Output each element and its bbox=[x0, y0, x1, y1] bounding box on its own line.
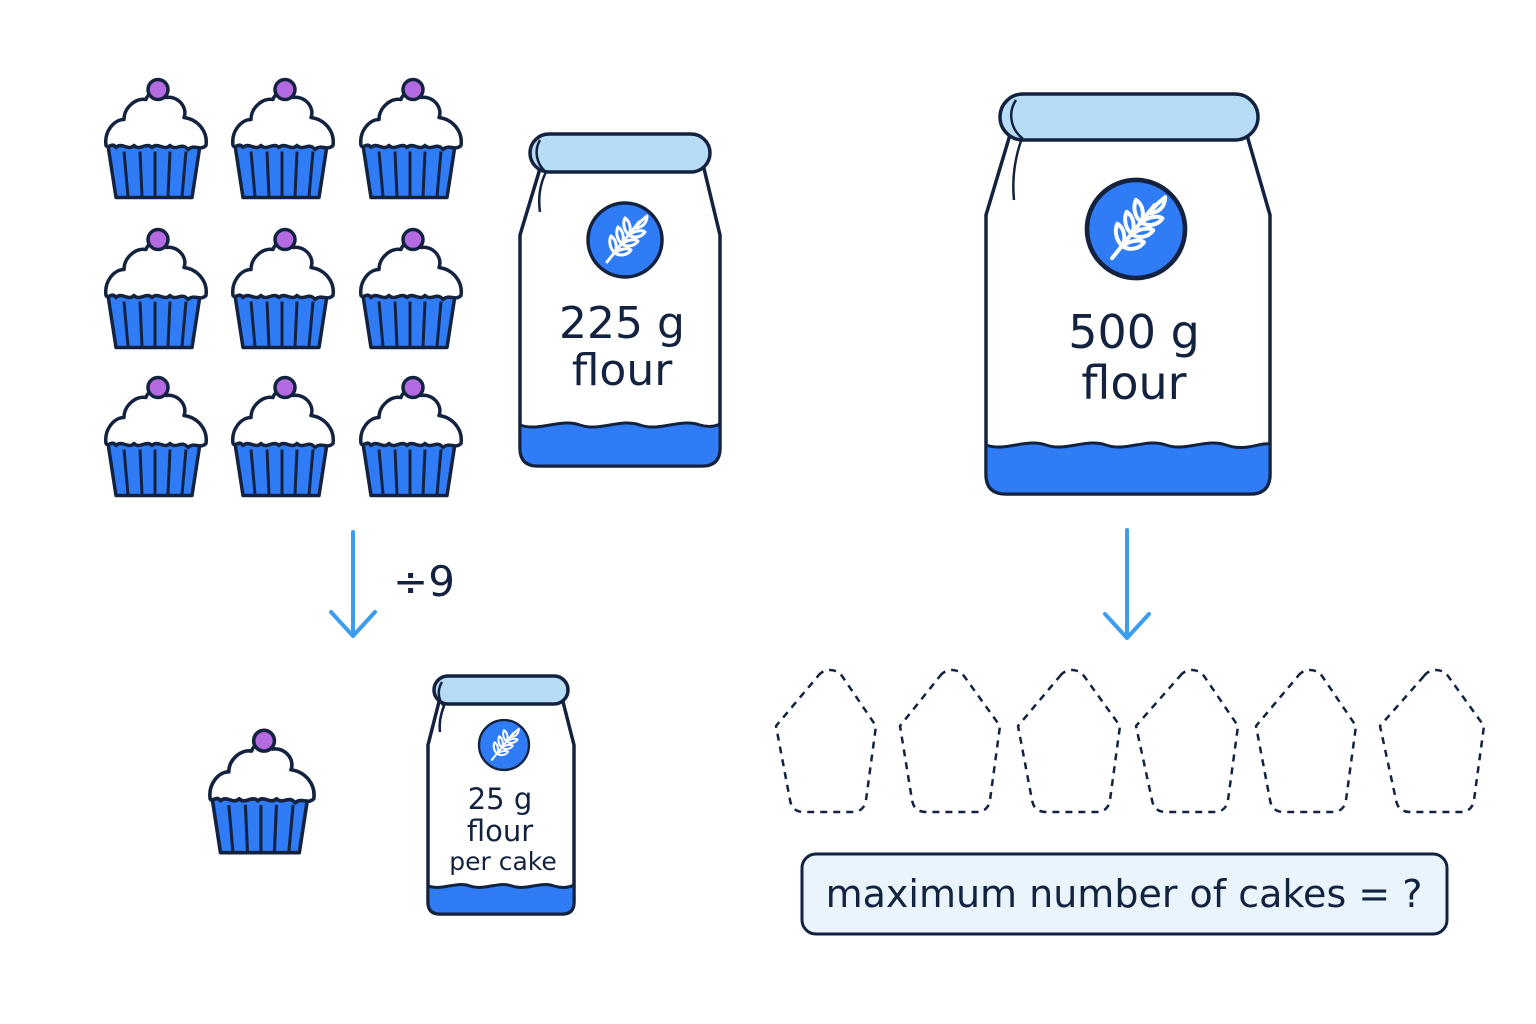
flour-bag-500: 500 g flour bbox=[984, 92, 1272, 496]
big-bag-unit: flour bbox=[1081, 356, 1186, 410]
cupcake-outline-icon bbox=[1254, 668, 1358, 814]
per-cake-suffix: per cake bbox=[449, 847, 557, 876]
cupcake-outline-icon bbox=[898, 668, 1002, 814]
cupcake-icon bbox=[103, 375, 209, 498]
big-bag-amount: 500 g bbox=[1068, 305, 1200, 359]
cupcake-grid bbox=[103, 77, 464, 498]
cupcake-icon bbox=[103, 77, 209, 200]
arrow-down-icon bbox=[329, 530, 377, 638]
per-cake-unit: flour bbox=[467, 814, 533, 848]
flour-bag-225: 225 g flour bbox=[518, 132, 722, 468]
wheat-icon bbox=[477, 718, 531, 772]
cupcake-outline-icon bbox=[1134, 668, 1240, 814]
divide-label: ÷9 bbox=[393, 557, 455, 606]
cupcake-icon bbox=[358, 375, 464, 498]
wheat-icon bbox=[1087, 180, 1185, 278]
cupcake-icon bbox=[230, 375, 336, 498]
cupcake-icon bbox=[103, 227, 209, 350]
bag-unit: flour bbox=[572, 345, 674, 396]
question-box: maximum number of cakes = ? bbox=[800, 852, 1449, 936]
cupcake-outline-icon bbox=[1016, 668, 1122, 814]
cupcake-icon bbox=[210, 730, 314, 852]
flour-bag-per-cake: 25 g flour per cake bbox=[426, 674, 576, 916]
cupcake-outline-icon bbox=[1378, 668, 1486, 814]
question-text: maximum number of cakes = ? bbox=[826, 872, 1423, 916]
unknown-cakes-row bbox=[774, 668, 1486, 814]
cupcake-icon bbox=[358, 77, 464, 200]
per-cake-amount: 25 g bbox=[468, 782, 533, 816]
cupcake-icon bbox=[230, 77, 336, 200]
cupcake-icon bbox=[358, 227, 464, 350]
cupcake-outline-icon bbox=[774, 668, 878, 814]
bag-amount: 225 g bbox=[559, 298, 685, 349]
arrow-down-icon bbox=[1103, 528, 1151, 640]
cupcake-icon bbox=[230, 227, 336, 350]
wheat-icon bbox=[586, 201, 664, 279]
